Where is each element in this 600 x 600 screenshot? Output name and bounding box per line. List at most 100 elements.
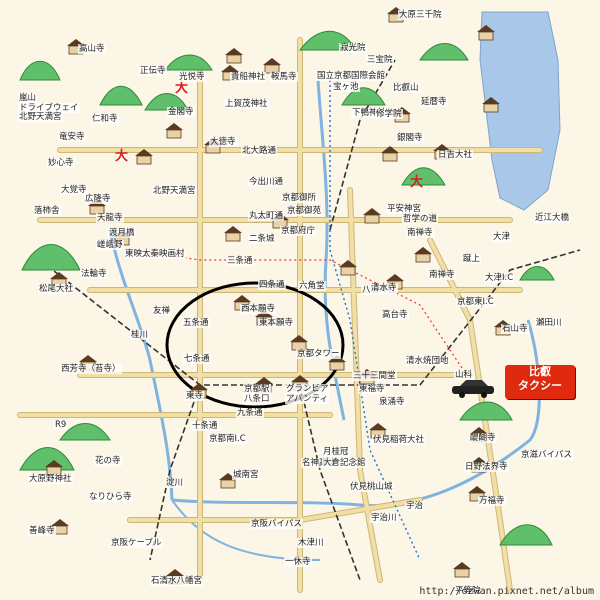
watermark: http://ozwan.pixnet.net/album <box>419 586 594 597</box>
map-label: 嵯峨野 <box>96 240 124 250</box>
place-byodoin-icon <box>453 562 471 578</box>
map-label: 大津I.C <box>484 273 515 283</box>
map-label: 七条通 <box>183 354 211 364</box>
map-label: 宝ヶ池 <box>332 82 360 92</box>
map-label: 九条通 <box>236 408 264 418</box>
map-label: 近江大橋 <box>534 213 571 223</box>
map-label: 五条通 <box>182 318 210 328</box>
map-label: 京都南I.C <box>208 434 247 444</box>
map-label: 石清水八幡宮 <box>150 576 204 586</box>
map-label: 八条口 <box>243 394 271 404</box>
map-label: 修学院 <box>375 109 403 119</box>
map-label: 日吉大社 <box>437 150 474 160</box>
place-ginkakuji-icon <box>381 146 399 162</box>
place-kibune-icon <box>225 48 243 64</box>
map-label: 万福寺 <box>478 496 506 506</box>
map-label: 平等院 <box>454 586 482 596</box>
place-yasaka-icon <box>339 260 357 276</box>
map-label: 十条通 <box>191 421 219 431</box>
map-label: 清水寺 <box>370 283 398 293</box>
map-label: 大津 <box>492 232 512 242</box>
map-label: 丸太町通 <box>248 211 285 221</box>
kyoto-station-highlight-ring <box>165 281 345 409</box>
map-label: 西芳寺（苔寺） <box>60 364 122 374</box>
map-label: 三十三間堂 <box>352 371 397 381</box>
map-label: 渡月橋 <box>108 228 136 238</box>
map-label: 伏見桃山城 <box>349 482 394 492</box>
map-label: 天龍寺 <box>96 213 124 223</box>
map-label: 大倉記念館 <box>322 458 367 468</box>
map-label: 宇治 <box>405 501 425 511</box>
map-label: 東福寺 <box>358 384 386 394</box>
map-label: 松尾大社 <box>38 284 75 294</box>
map-label: 平安神宮 <box>386 204 423 214</box>
map-label: 広隆寺 <box>84 194 112 204</box>
map-label: アバンティ <box>285 394 330 404</box>
map-label: 二条城 <box>248 234 276 244</box>
place-kinkakuji-icon <box>165 123 183 139</box>
map-label: 北野天満宮 <box>152 186 197 196</box>
map-label: 東映太秦映画村 <box>124 249 186 259</box>
map-label: 下鴨神社 <box>351 108 388 118</box>
sightseeing-route <box>129 249 471 381</box>
map-label: 京都東I.C <box>456 297 495 307</box>
map-label: 光悦寺 <box>178 72 206 82</box>
map-label: 淀川 <box>165 478 185 488</box>
taxi-car-icon <box>452 380 494 398</box>
taxi-sign-line2: タクシー <box>518 379 562 392</box>
map-label: 寂光院 <box>339 43 367 53</box>
map-label: 友禅 <box>152 306 172 316</box>
map-label: 京都駅 <box>243 384 271 394</box>
map-label: 宇治川 <box>370 513 398 523</box>
map-label: グランビア <box>285 384 330 394</box>
map-label: 貴船神社 <box>230 72 267 82</box>
map-label: 大覚寺 <box>60 185 88 195</box>
map-label: 石山寺 <box>501 324 529 334</box>
map-label: 東寺 <box>185 391 205 401</box>
map-label: 哲学の道 <box>402 214 439 224</box>
map-label: 月桂冠 <box>322 447 350 457</box>
map-label: 大原三千院 <box>398 10 443 20</box>
katsura-river <box>108 229 174 501</box>
map-label: 善峰寺 <box>28 526 56 536</box>
map-label: 京都タワー <box>296 349 341 359</box>
map-label: 今出川通 <box>248 177 285 187</box>
map-label: 伏見稲荷大社 <box>372 435 426 445</box>
map-label: 竜安寺 <box>58 132 86 142</box>
map-label: 嵐山 <box>18 93 38 103</box>
place-nijo-jo-icon <box>224 226 242 242</box>
map-label: 西本願寺 <box>240 304 277 314</box>
place-kyoto-tower-icon <box>290 335 308 351</box>
map-label: 妙心寺 <box>47 158 75 168</box>
lake-biwa <box>479 11 561 211</box>
map-label: 延暦寺 <box>420 97 448 107</box>
map-label: 瀬田川 <box>535 318 563 328</box>
place-ukimido-icon <box>482 97 500 113</box>
map-label: 高台寺 <box>381 310 409 320</box>
map-label: なりひら寺 <box>88 492 133 502</box>
map-label: 高山寺 <box>78 44 106 54</box>
map-label: 比叡山 <box>392 83 420 93</box>
place-heian-jingu-icon <box>363 208 381 224</box>
map-label: 北大路通 <box>241 146 278 156</box>
place-ryoanji-icon <box>135 149 153 165</box>
map-label: 京都御所 <box>281 193 318 203</box>
map-label: 城南宮 <box>232 470 260 480</box>
map-label: 東本願寺 <box>258 318 295 328</box>
map-label: 清水焼団地 <box>405 356 450 366</box>
map-label: 法輪寺 <box>80 269 108 279</box>
map-label: 山科 <box>454 370 474 380</box>
map-label: 正伝寺 <box>139 66 167 76</box>
map-label: 京阪バイパス <box>250 519 303 529</box>
map-label: 六角堂 <box>298 281 326 291</box>
place-nanzenji-icon <box>414 247 432 263</box>
map-label: 鞍馬寺 <box>270 72 298 82</box>
map-label: 泉涌寺 <box>378 397 406 407</box>
svg-text:大: 大 <box>175 80 188 96</box>
map-label: 日野法界寺 <box>464 462 509 472</box>
map-label: 花の寺 <box>94 456 122 466</box>
map-label: 国立京都国際会館 <box>316 71 387 81</box>
map-label: 醍醐寺 <box>469 433 497 443</box>
